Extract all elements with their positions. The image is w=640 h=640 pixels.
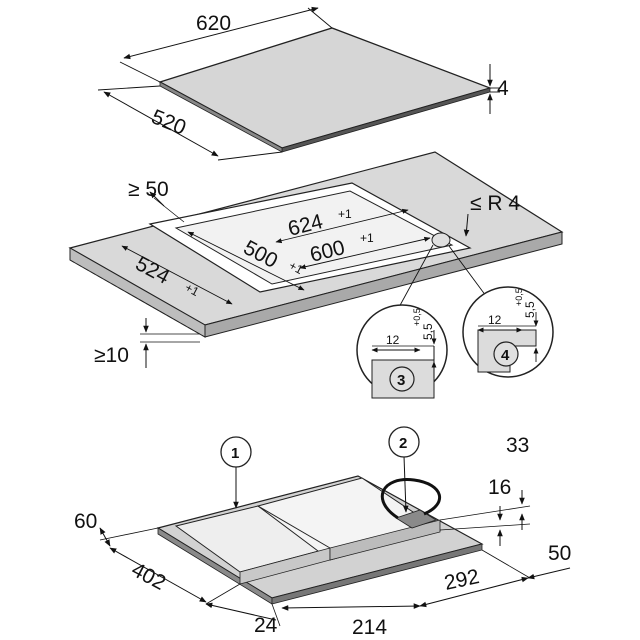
detail-marker [431,232,451,248]
detail-3-width: 12 [386,333,400,347]
detail-3-tol: +0,5 [412,308,422,326]
detail-3 [356,304,448,399]
power-cable [380,478,442,520]
min-edge-label: ≥ 50 [128,178,169,201]
outer-depth-tol: +1 [183,280,202,299]
dim-33-label: 33 [506,434,529,457]
hob-top-view [97,6,500,161]
dim-402-label: 402 [128,558,170,595]
hob-underside-view [99,426,571,627]
detail-4-width: 12 [488,313,502,327]
dim-214-label: 214 [352,616,387,639]
dim-4-label: 4 [497,77,509,100]
radius-label: ≤ R 4 [470,192,520,215]
dim-60-label: 60 [74,510,97,533]
dim-line-520 [103,91,219,157]
detail-4-number: 4 [501,347,510,364]
hob-glass-plate [158,27,493,149]
worktop-cutout-view [68,151,564,368]
outer-width-tol: +1 [338,207,352,221]
callout-2-badge [388,426,420,458]
detail-4-badge [493,341,519,367]
dim-292-label: 292 [442,565,481,595]
dim-620-label: 620 [196,12,231,35]
dim-50-label: 50 [548,542,571,565]
inner-width-tol: +1 [360,231,374,245]
callout-1-badge [220,436,252,468]
detail-3-height: 5,5 [421,323,435,340]
inner-depth-tol: +1 [287,258,306,277]
detail-4-tol: +0,5 [514,288,524,306]
min-thickness-label: ≥10 [94,344,129,367]
callout-1-number: 1 [231,445,239,462]
detail-3-badge [389,366,415,392]
detail-3-number: 3 [397,372,405,389]
callout-2-number: 2 [399,435,407,452]
dim-line-620 [123,6,319,60]
detail-4 [462,286,554,378]
detail-4-height: 5,5 [523,301,537,318]
dim-24-label: 24 [254,614,278,637]
dim-16-label: 16 [488,476,511,499]
dim-520-label: 520 [148,105,189,139]
